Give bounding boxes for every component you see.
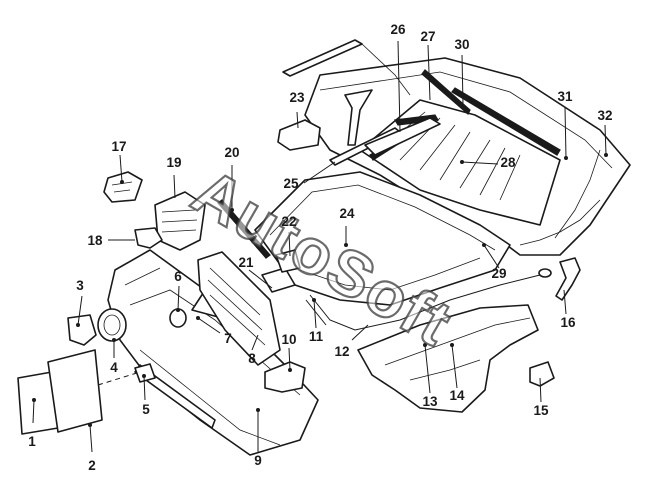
- callout-18: 18: [87, 233, 103, 248]
- callout-21: 21: [238, 255, 254, 270]
- callout-2: 2: [88, 458, 96, 473]
- front-wing: [357, 304, 539, 413]
- roof-trim-strip: [282, 39, 411, 96]
- indicator-lamp: [67, 314, 97, 346]
- side-lamp: [103, 171, 143, 203]
- door-handle: [555, 257, 581, 301]
- bonnet-hinge-spring: [217, 199, 271, 259]
- callout-28: 28: [500, 155, 516, 170]
- callout-27: 27: [420, 29, 435, 44]
- front-bumper: [107, 249, 319, 456]
- callout-6: 6: [174, 269, 182, 284]
- callout-17: 17: [111, 139, 126, 154]
- bonnet-release-cable: [305, 268, 552, 331]
- callout-25: 25: [283, 176, 299, 191]
- lamp-bracket: [134, 227, 163, 249]
- callout-9: 9: [254, 453, 262, 468]
- fog-lamp: [97, 308, 127, 342]
- wing-mirror: [529, 361, 555, 387]
- callout-26: 26: [390, 22, 406, 37]
- leader-lines: [32, 40, 607, 453]
- plate-fitting-line: [97, 371, 141, 386]
- callout-19: 19: [166, 155, 181, 170]
- hinge-bracket: [277, 119, 321, 151]
- bonnet-lock: [275, 249, 301, 273]
- callout-1: 1: [28, 434, 36, 449]
- callout-13: 13: [422, 394, 438, 409]
- centre-bracket: [134, 363, 156, 383]
- callout-3: 3: [76, 278, 84, 293]
- callout-16: 16: [560, 315, 576, 330]
- callout-30: 30: [454, 37, 469, 52]
- radiator-grille: [197, 251, 281, 366]
- callout-15: 15: [533, 403, 549, 418]
- callout-7: 7: [224, 331, 232, 346]
- callout-31: 31: [557, 89, 573, 104]
- number-plate: [47, 349, 103, 433]
- callout-12: 12: [334, 344, 349, 359]
- callout-23: 23: [289, 90, 305, 105]
- callout-24: 24: [339, 206, 355, 221]
- callout-20: 20: [224, 145, 239, 160]
- callout-4: 4: [110, 360, 118, 375]
- callout-5: 5: [142, 402, 150, 417]
- callout-labels: 1 2 3 4 5 6 7 8 9 10 11 12 13 14 15 16 1…: [28, 22, 612, 473]
- callout-14: 14: [449, 388, 465, 403]
- callout-10: 10: [281, 332, 296, 347]
- callout-29: 29: [491, 266, 506, 281]
- leader-dots: [32, 153, 608, 427]
- bonnet-panel: [254, 171, 511, 306]
- hatch-stay-bar: [344, 89, 373, 146]
- callout-32: 32: [597, 108, 612, 123]
- callout-8: 8: [248, 351, 256, 366]
- callout-22: 22: [281, 214, 296, 229]
- callout-11: 11: [309, 329, 324, 344]
